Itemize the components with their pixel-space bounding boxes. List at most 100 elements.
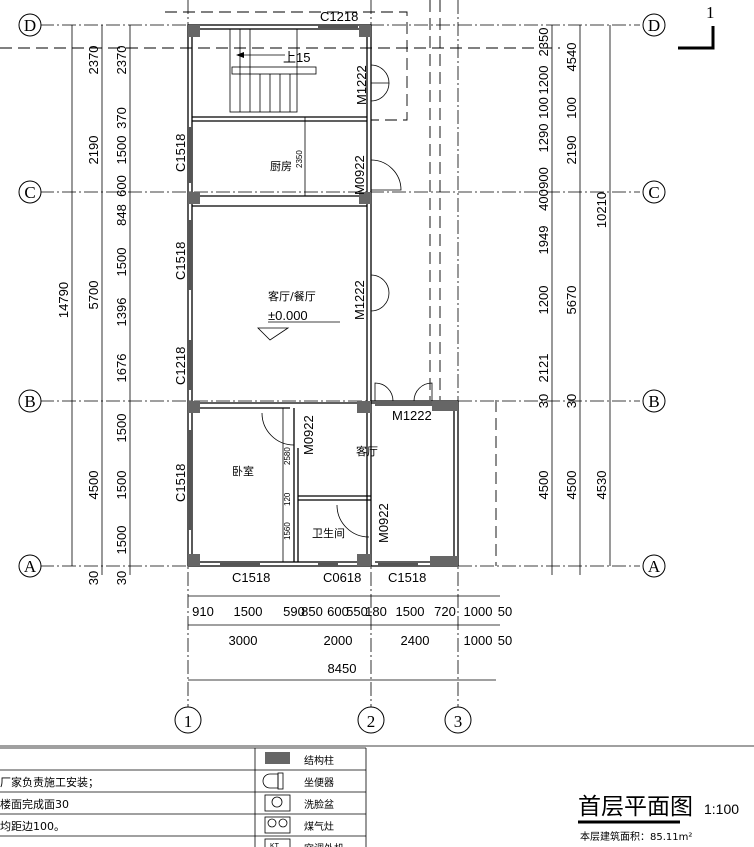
door-label: M0922	[376, 503, 391, 543]
dimension-label: 1949	[536, 226, 551, 255]
axis-bubble-B: B	[18, 389, 42, 413]
dimension-label: 30	[564, 394, 579, 408]
svg-text:KT: KT	[270, 843, 280, 847]
dimension-label: 600	[114, 175, 129, 197]
window-label: C1518	[232, 570, 270, 585]
legend-note: 均距边100。	[0, 820, 65, 833]
dimension-label: 4500	[86, 471, 101, 500]
dimension-label: 4500	[564, 471, 579, 500]
dimension-label: 1500	[114, 526, 129, 555]
dimension-label: 910	[192, 604, 214, 619]
axis-bubble-C: C	[642, 180, 666, 204]
section-mark-icon	[678, 26, 715, 50]
svg-text:C: C	[648, 183, 659, 202]
dimension-label: 4540	[564, 43, 579, 72]
dimension-label: 720	[434, 604, 456, 619]
door-label: M0922	[352, 155, 367, 195]
dimension-label: 30	[536, 394, 551, 408]
doors	[257, 64, 433, 538]
legend-label: 洗脸盆	[304, 798, 334, 811]
dimension-label: 1500	[114, 248, 129, 277]
axis-bubble-D: D	[642, 13, 666, 37]
floor-elevation: ±0.000	[268, 308, 308, 323]
dimension-label: 1396	[114, 298, 129, 327]
axis-bubble-2: 2	[357, 706, 385, 734]
svg-text:D: D	[24, 16, 36, 35]
dimension-label: 370	[114, 107, 129, 129]
drawing-title: 首层平面图	[578, 794, 693, 820]
dimension-label: 8450	[328, 661, 357, 676]
window-label: C0618	[323, 570, 361, 585]
toilet-icon	[262, 772, 284, 790]
dim-label: 120	[283, 492, 292, 506]
structural-column-icon	[265, 752, 290, 764]
dimension-label: 2000	[324, 633, 353, 648]
door-label: M1222	[392, 408, 432, 423]
dimension-label: 550	[346, 604, 368, 619]
room-label-kitchen: 厨房	[270, 160, 292, 173]
dimension-label: 1500	[114, 136, 129, 165]
svg-text:A: A	[648, 557, 661, 576]
stair-up-label: 上15	[283, 50, 310, 65]
legend-label: 坐便器	[304, 776, 334, 789]
dimension-label: 850	[301, 604, 323, 619]
axis-bubble-B: B	[642, 389, 666, 413]
axis-bubble-3: 3	[444, 706, 472, 734]
legend-label: 煤气灶	[304, 820, 334, 833]
svg-text:B: B	[648, 392, 659, 411]
dimension-label: 2121	[536, 354, 551, 383]
dimension-label: 400	[536, 189, 551, 211]
gas-stove-icon	[264, 816, 291, 834]
window-label: C1518	[173, 242, 188, 280]
dimension-label: 1500	[234, 604, 263, 619]
drawing-scale: 1:100	[704, 801, 739, 817]
ac-unit-icon: KT	[264, 838, 291, 847]
dim-label: 1560	[283, 522, 292, 540]
svg-text:1: 1	[184, 712, 193, 731]
dimension-label: 1500	[114, 414, 129, 443]
legend-label: 结构柱	[304, 754, 334, 767]
axis-bubble-A: A	[642, 554, 666, 578]
legend-note: 楼面完成面30	[0, 797, 69, 811]
window-label: C1518	[173, 464, 188, 502]
dimension-label: 1000	[464, 633, 493, 648]
dimension-label: 848	[114, 204, 129, 226]
dimension-label: 50	[498, 633, 512, 648]
dim-kitchen: 2350	[295, 150, 304, 168]
dimension-label: 900	[536, 167, 551, 189]
dimension-label: 600	[327, 604, 349, 619]
dimension-label: 3000	[229, 633, 258, 648]
dimension-label: 5670	[564, 286, 579, 315]
dimension-label: 1200	[536, 66, 551, 95]
svg-text:D: D	[648, 16, 660, 35]
window-label: C1518	[388, 570, 426, 585]
dimension-label: 50	[498, 604, 512, 619]
dimension-label: 1200	[536, 286, 551, 315]
dimension-label: 1000	[464, 604, 493, 619]
axis-bubble-D: D	[18, 13, 42, 37]
dimension-label: 1290	[536, 124, 551, 153]
dimension-label: 2370	[114, 46, 129, 75]
dimension-label: 10210	[594, 192, 609, 228]
axis-bubble-A: A	[18, 554, 42, 578]
dimension-label: 100	[536, 97, 551, 119]
svg-text:3: 3	[454, 712, 463, 731]
door-label: M1222	[354, 65, 369, 105]
dimension-label: 14790	[56, 282, 71, 318]
window-label: C1218	[320, 9, 358, 24]
legend-note: 厂家负责施工安装；	[0, 775, 99, 789]
svg-text:A: A	[24, 557, 37, 576]
room-label-living-dining: 客厅/餐厅	[268, 289, 316, 303]
dimension-lines	[71, 25, 611, 681]
room-label-bathroom: 卫生间	[312, 526, 345, 540]
dimension-label: 4500	[536, 471, 551, 500]
room-label-living: 客厅	[356, 444, 378, 458]
window-label: C1518	[173, 134, 188, 172]
walls	[187, 24, 459, 567]
svg-text:2: 2	[367, 712, 376, 731]
floor-area: 本层建筑面积：85.11m²	[580, 830, 692, 843]
section-mark-label: 1	[706, 3, 715, 22]
dimension-label: 180	[365, 604, 387, 619]
legend-label: 空调外机	[304, 842, 344, 847]
